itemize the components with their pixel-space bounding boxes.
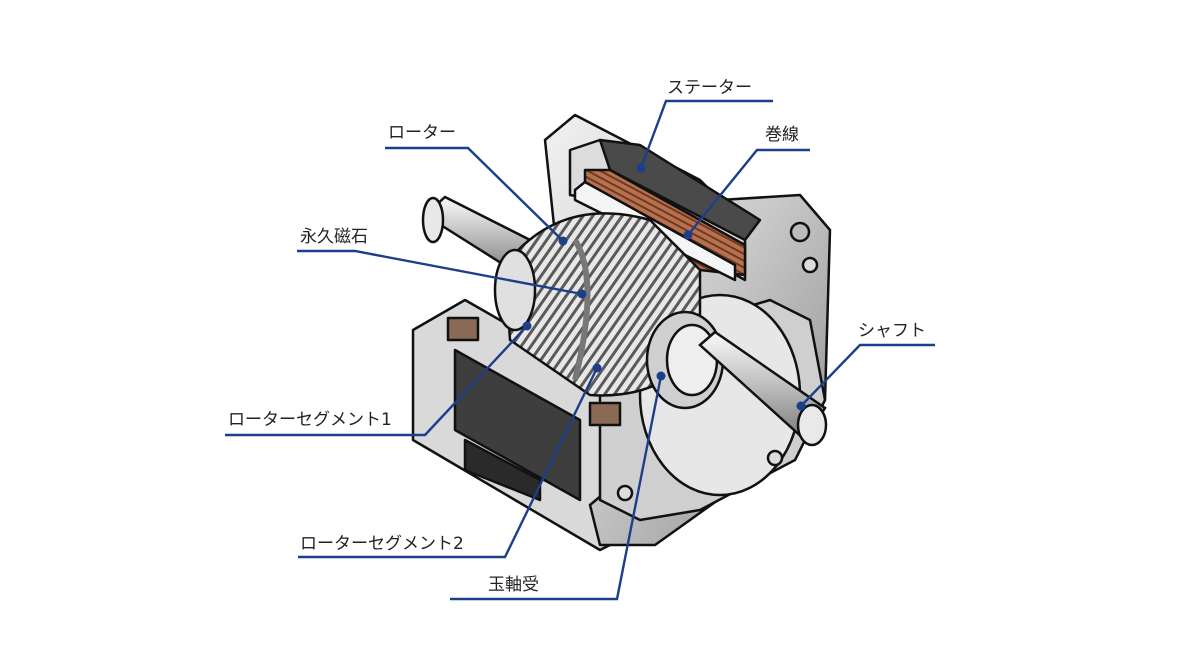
callout-ball-bearing: 玉軸受 [450,371,666,601]
label-ball-bearing: 玉軸受 [488,575,539,595]
label-stator: ステーター [667,78,752,98]
callout-permanent-magnet: 永久磁石 [297,227,587,299]
callout-rotor-segment-1: ローターセグメント1 [225,321,532,437]
callout-winding: 巻線 [683,125,810,240]
label-rotor-segment-2: ローターセグメント2 [300,534,464,554]
callout-rotor: ローター [385,123,568,246]
label-rotor: ローター [388,123,456,143]
label-permanent-magnet: 永久磁石 [300,227,368,247]
callout-shaft: シャフト [796,321,935,411]
label-rotor-segment-1: ローターセグメント1 [228,410,392,430]
bearing-and-shaft [645,310,828,447]
callout-rotor-segment-2: ローターセグメント2 [298,363,602,559]
callout-stator: ステーター [636,78,773,173]
label-winding: 巻線 [765,125,799,145]
label-shaft: シャフト [858,321,926,341]
